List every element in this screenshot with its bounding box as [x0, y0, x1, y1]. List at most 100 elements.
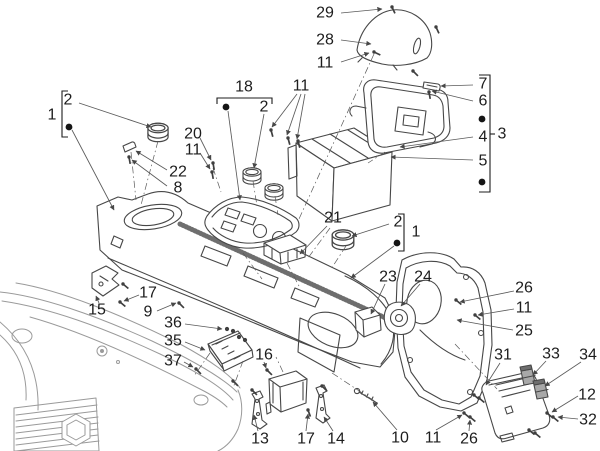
latch-7-drawing — [422, 81, 441, 92]
callout-leader-line — [551, 395, 579, 413]
screw-head-icon — [462, 411, 466, 415]
callout-group-dot — [478, 178, 486, 186]
callout-leader-line — [156, 302, 177, 312]
callout-label-15: 15 — [88, 302, 106, 319]
screw-head-icon — [306, 408, 310, 412]
screw-head-icon — [118, 300, 122, 304]
callout-label-24: 24 — [414, 269, 432, 286]
grommet-24-drawing — [383, 301, 416, 335]
relay-box-16-drawing — [265, 370, 308, 415]
callout-leader-line — [183, 361, 194, 368]
callout-leader-line — [340, 6, 383, 14]
bracket-13-drawing — [251, 390, 268, 430]
screw-head-icon — [269, 128, 273, 132]
screw-head-icon — [265, 368, 269, 372]
screw-head-icon — [473, 313, 477, 317]
callout-leader-line — [95, 295, 101, 304]
projection-guide-line — [212, 167, 222, 193]
nut-icon — [230, 328, 236, 334]
callout-leader-line — [467, 419, 473, 432]
screw-head-icon — [194, 367, 198, 371]
callout-leader-line — [184, 323, 223, 331]
screw-head-icon — [210, 170, 214, 174]
callout-label-10: 10 — [391, 430, 409, 447]
callout-leader-line — [435, 414, 463, 431]
screw-head-icon — [427, 90, 431, 94]
callout-leader-line — [400, 283, 421, 307]
screw-head-icon — [527, 428, 531, 432]
brand-logo-hexagon — [61, 413, 91, 447]
callout-label-11: 11 — [516, 300, 533, 317]
screw-head-icon — [411, 69, 415, 73]
projection-guide-line — [286, 262, 301, 289]
screw-head-icon — [545, 411, 549, 415]
callout-label-3: 3 — [498, 126, 507, 143]
callout-leader-line — [304, 413, 310, 432]
callout-leader-line — [227, 110, 242, 201]
callout-leader-line — [262, 361, 267, 369]
callout-label-28: 28 — [316, 32, 334, 49]
screw-head-icon — [121, 282, 125, 286]
callout-label-34: 34 — [579, 347, 597, 364]
callout-label-6: 6 — [479, 93, 488, 110]
callout-leader-line — [477, 308, 515, 317]
callout-leader-line — [78, 102, 152, 128]
callout-leader-line — [295, 93, 306, 140]
callout-leader-line — [299, 225, 328, 255]
callout-label-13: 13 — [251, 431, 269, 448]
callout-label-11: 11 — [317, 55, 334, 72]
mounting-plate-31-drawing — [481, 372, 551, 443]
connectors-33-34-drawing — [519, 364, 549, 400]
callout-leader-line — [131, 159, 168, 187]
callout-leader-line — [351, 223, 390, 237]
callout-label-16: 16 — [255, 347, 273, 364]
projection-guide-line — [193, 352, 211, 377]
callout-group-dot — [478, 115, 486, 123]
callout-label-35: 35 — [164, 333, 182, 350]
callout-label-31: 31 — [494, 347, 512, 364]
callout-label-21: 21 — [324, 210, 342, 227]
projection-guide-line — [298, 53, 375, 220]
callout-leader-line — [370, 283, 386, 315]
vehicle-front-panel-drawing — [0, 282, 243, 451]
callout-label-14: 14 — [327, 431, 345, 448]
callout-label-11: 11 — [425, 430, 442, 447]
callout-leader-line — [459, 290, 515, 304]
callout-label-20: 20 — [184, 126, 202, 143]
callout-leader-line — [286, 93, 302, 136]
screw-head-icon — [477, 396, 481, 400]
screw-head-icon — [372, 50, 376, 54]
screw-head-icon — [320, 384, 324, 388]
callout-leader-line — [199, 137, 212, 161]
callout-group-dot — [393, 239, 401, 247]
callout-leader-line — [390, 154, 474, 161]
nut-icon — [242, 337, 248, 343]
bracket-14-drawing — [315, 384, 331, 424]
callout-leader-line — [199, 152, 211, 170]
projection-guide-line — [330, 245, 347, 270]
callout-label-17: 17 — [297, 431, 315, 448]
clip-22-drawing — [122, 141, 137, 153]
screw-head-icon — [211, 161, 215, 165]
projection-guide-line — [454, 343, 498, 390]
screw-head-icon — [468, 415, 472, 419]
callout-label-8: 8 — [174, 180, 183, 197]
callout-label-17: 17 — [139, 285, 157, 302]
callout-label-25: 25 — [515, 323, 533, 340]
projection-guide-line — [232, 360, 244, 389]
screw-head-icon — [286, 136, 290, 140]
screw-head-icon — [551, 415, 555, 419]
callout-leader-line — [135, 150, 168, 171]
callout-leader-line — [372, 401, 398, 431]
callout-leader-line — [399, 136, 474, 149]
callout-label-11: 11 — [293, 78, 310, 95]
callout-label-4: 4 — [479, 129, 488, 146]
dashboard-frame-drawing — [96, 191, 397, 373]
callout-leader-line — [340, 52, 370, 63]
projection-guide-line — [274, 195, 279, 216]
nut-icon — [236, 334, 242, 340]
bracket-15-drawing — [91, 265, 120, 297]
callout-leader-line — [184, 341, 206, 351]
